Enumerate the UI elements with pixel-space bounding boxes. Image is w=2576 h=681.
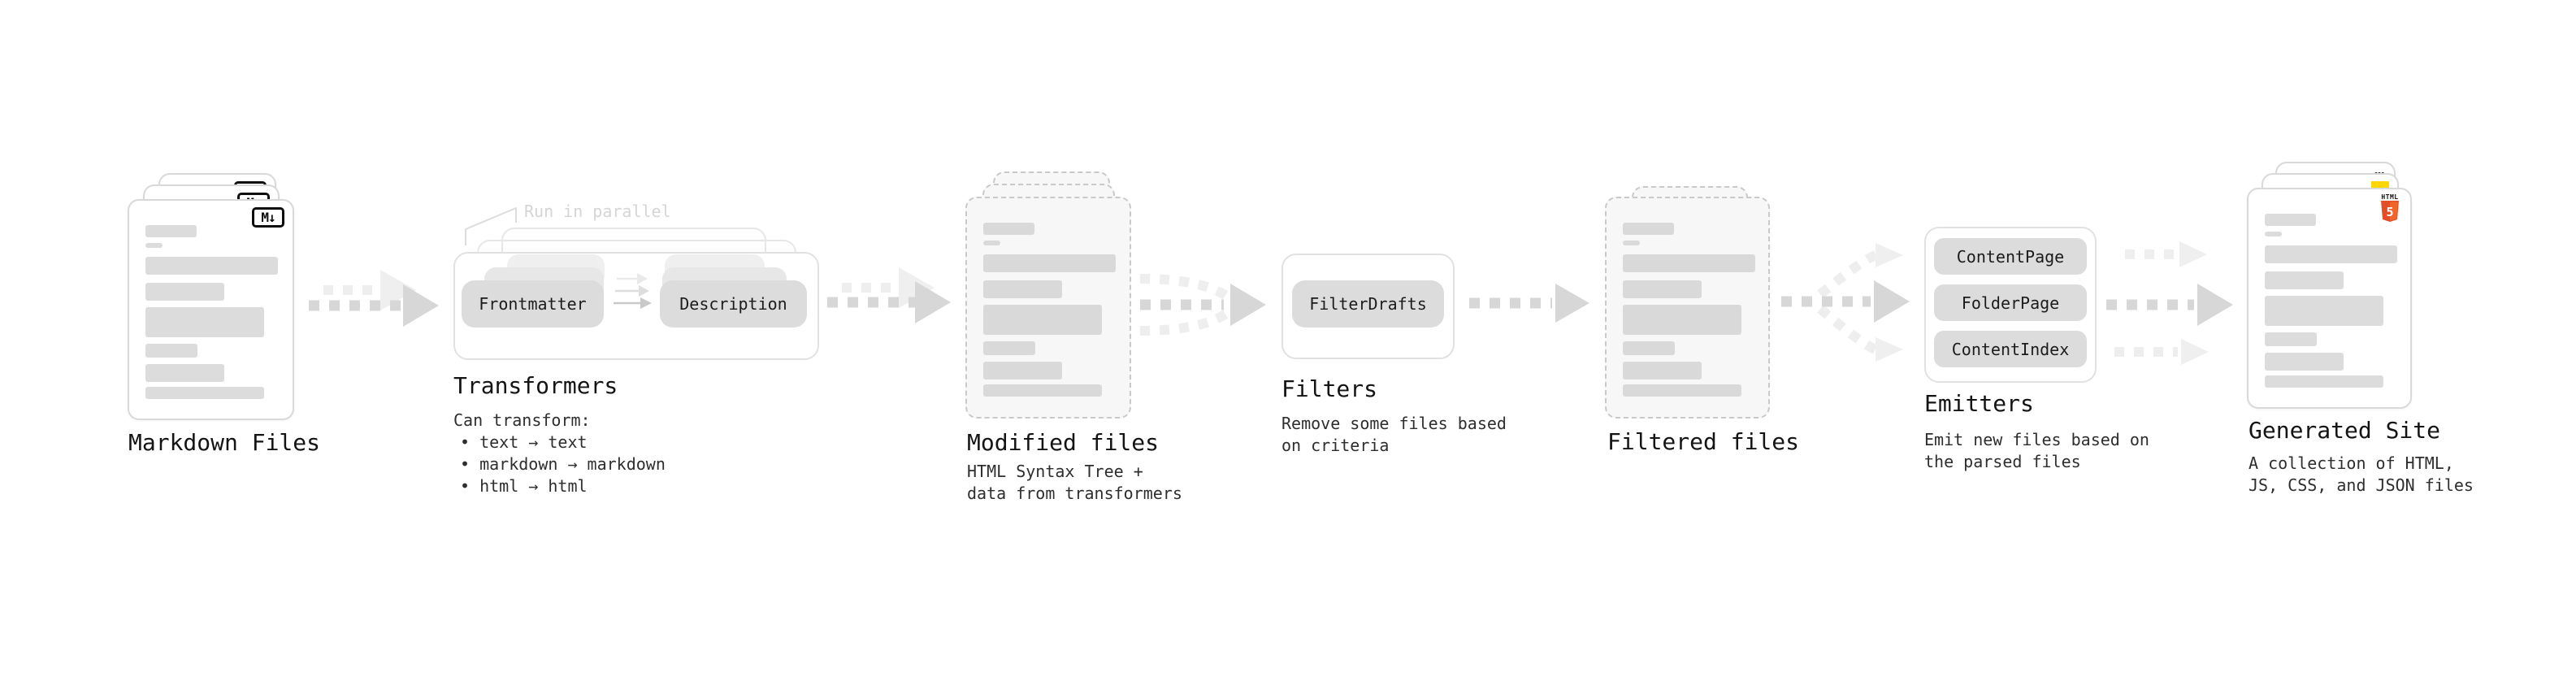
contentpage-pill: ContentPage — [1934, 238, 2087, 275]
text-line-placeholder — [1623, 280, 1702, 298]
html5-number: 5 — [2386, 205, 2393, 219]
text-line-placeholder — [145, 225, 197, 237]
bullet-item: text → text — [453, 432, 666, 453]
contentindex-pill: ContentIndex — [1934, 331, 2087, 367]
filters-description: Remove some files based on criteria — [1281, 414, 1507, 455]
transformers-description: Can transform: text → text markdown → ma… — [453, 410, 666, 497]
arrow-transformers-to-modified — [827, 267, 951, 323]
modified-files-title: Modified files — [967, 429, 1160, 456]
transformers-bullet-list: text → text markdown → markdown html → h… — [453, 432, 666, 497]
html5-icon-label: HTML — [2381, 193, 2399, 201]
text-line-placeholder — [1623, 223, 1674, 235]
text-line-placeholder — [145, 364, 224, 382]
text-line-placeholder — [2265, 271, 2344, 289]
arrow-emitters-to-generated — [2106, 241, 2233, 365]
html5-icon: HTML 5 — [2379, 194, 2400, 225]
filters-title: Filters — [1281, 375, 1378, 402]
text-line-placeholder — [145, 243, 163, 248]
html5-shield: 5 — [2381, 201, 2399, 222]
folderpage-pill: FolderPage — [1934, 284, 2087, 321]
text-line-placeholder — [1623, 254, 1755, 272]
arrow-markdown-to-transformers — [309, 270, 439, 327]
transformers-desc-heading: Can transform: — [453, 410, 591, 430]
text-line-placeholder — [983, 305, 1102, 335]
text-line-placeholder — [2265, 245, 2397, 263]
frontmatter-pill: Frontmatter — [462, 280, 604, 327]
text-line-placeholder — [1623, 305, 1741, 335]
text-line-placeholder — [145, 307, 264, 337]
emitters-title: Emitters — [1924, 390, 2034, 417]
markdown-icon: M↓ — [252, 207, 284, 228]
text-line-placeholder — [1623, 341, 1675, 355]
text-line-placeholder — [1623, 362, 1702, 380]
arrow-modified-to-filters — [1139, 274, 1266, 336]
text-line-placeholder — [983, 341, 1035, 355]
text-line-placeholder — [145, 387, 264, 399]
modified-file-front — [965, 197, 1131, 419]
filterdrafts-pill: FilterDrafts — [1292, 280, 1444, 327]
text-line-placeholder — [1623, 384, 1741, 397]
text-line-placeholder — [145, 344, 197, 358]
text-line-placeholder — [983, 223, 1034, 235]
text-line-placeholder — [1623, 241, 1640, 245]
markdown-files-title: Markdown Files — [128, 429, 321, 456]
bullet-item: html → html — [453, 475, 666, 497]
modified-files-description: HTML Syntax Tree + data from transformer… — [967, 462, 1182, 503]
text-line-placeholder — [2265, 232, 2282, 236]
js-icon — [2371, 181, 2389, 189]
text-line-placeholder — [145, 257, 278, 275]
text-line-placeholder — [983, 280, 1062, 298]
text-line-placeholder — [983, 362, 1062, 380]
text-line-placeholder — [2265, 353, 2344, 371]
text-line-placeholder — [983, 241, 1000, 245]
document-text-placeholder — [2265, 214, 2397, 388]
transformers-title: Transformers — [453, 372, 618, 399]
markdown-icon-text: M↓ — [261, 210, 275, 225]
emitters-description: Emit new files based on the parsed files — [1924, 430, 2149, 471]
text-line-placeholder — [2265, 332, 2317, 346]
generated-site-description: A collection of HTML, JS, CSS, and JSON … — [2249, 453, 2474, 495]
text-line-placeholder — [983, 384, 1102, 397]
text-line-placeholder — [2265, 375, 2383, 388]
arrow-filtered-to-emitters — [1781, 243, 1910, 362]
bullet-item: markdown → markdown — [453, 453, 666, 475]
text-line-placeholder — [2265, 296, 2383, 326]
run-in-parallel-note: Run in parallel — [524, 202, 671, 221]
document-text-placeholder — [983, 223, 1116, 397]
arrow-filters-to-filtered — [1469, 284, 1589, 323]
document-text-placeholder — [1623, 223, 1755, 397]
text-line-placeholder — [2265, 214, 2316, 226]
text-line-placeholder — [983, 254, 1116, 272]
text-line-placeholder — [145, 283, 224, 301]
filtered-file-front — [1605, 197, 1770, 419]
filtered-files-title: Filtered files — [1607, 428, 1800, 455]
description-pill: Description — [660, 280, 807, 327]
document-text-placeholder — [145, 225, 278, 399]
generated-site-title: Generated Site — [2249, 417, 2441, 444]
markdown-file-front: M↓ — [128, 199, 294, 420]
generated-file-html: HTML 5 — [2247, 188, 2412, 409]
